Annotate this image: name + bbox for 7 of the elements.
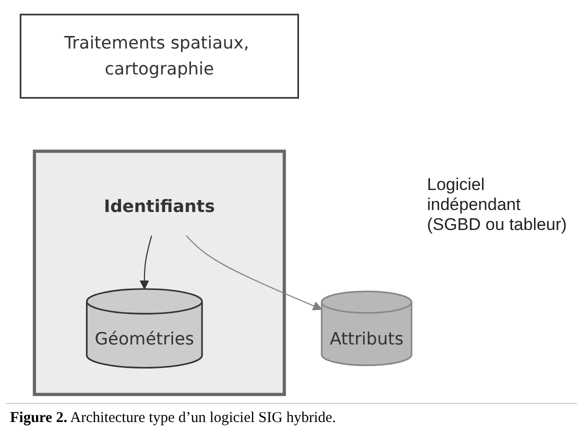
figure-caption: Figure 2. Architecture type d’un logiciel SIG hybride.	[6, 403, 577, 433]
note-text: Logiciel indépendant (SGBD ou tableur)	[427, 174, 568, 234]
node-box: Traitements spatiaux, cartographie	[20, 14, 300, 99]
cluster	[33, 150, 286, 396]
arrow	[140, 235, 153, 290]
arrow	[186, 235, 323, 310]
node-text: Identifiants	[104, 196, 216, 216]
